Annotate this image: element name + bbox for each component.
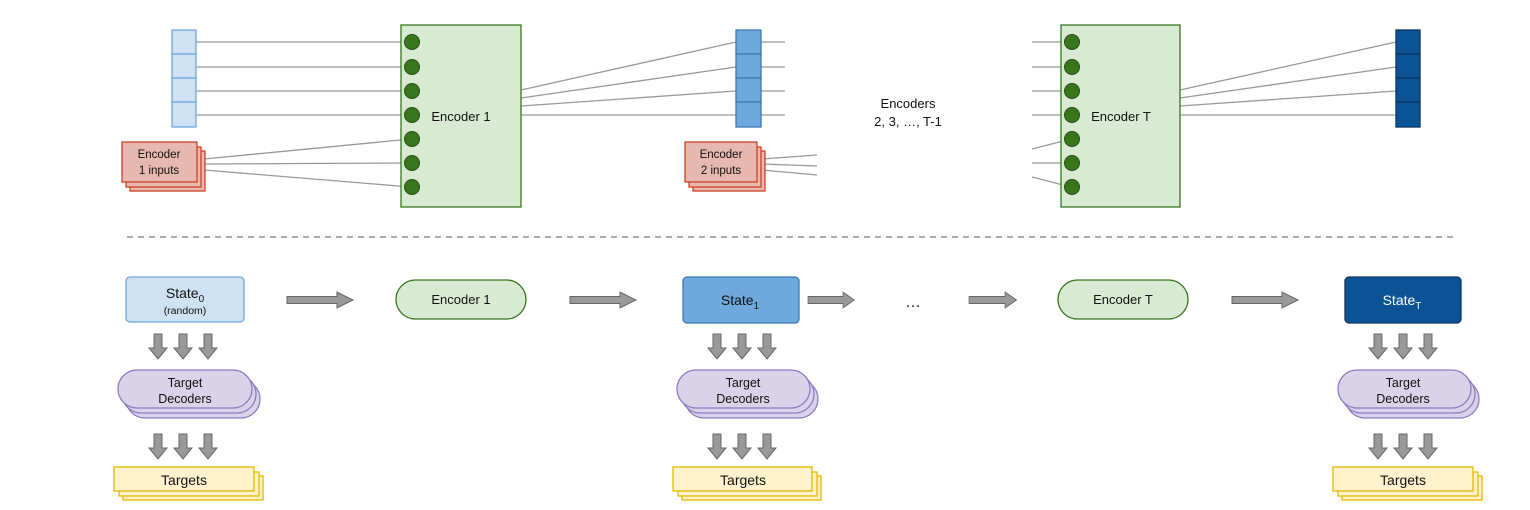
encoderT-pill-label: Encoder T	[1093, 292, 1153, 307]
encoderT-block	[1060, 24, 1181, 208]
decoders-0-line1: Target	[168, 376, 203, 390]
decoders-stack-1	[676, 369, 819, 419]
encoder1-block-label: Encoder 1	[431, 109, 490, 124]
encoderT-block-label: Encoder T	[1091, 109, 1151, 124]
decoders-1-line1: Target	[726, 376, 761, 390]
arrows-stateT-to-decoders	[1369, 334, 1437, 359]
encoder2-inputs-label-line2: 2 inputs	[701, 165, 742, 177]
decoders-stack-0	[117, 369, 261, 419]
encoder2-inputs-label-line1: Encoder	[700, 149, 743, 161]
encoder1-inputs-label-line2: 1 inputs	[139, 165, 180, 177]
state1-box	[682, 276, 800, 324]
targets-stack-0	[113, 466, 264, 501]
state0-title-main: State	[166, 285, 199, 301]
arrows-decodersT-to-targets	[1369, 434, 1437, 459]
decoders-T-line2: Decoders	[1376, 392, 1430, 406]
encoder1-pill	[395, 279, 527, 320]
decoders-T-line1: Target	[1386, 376, 1421, 390]
state1-title-main: State	[721, 292, 754, 308]
decoders-0-line2: Decoders	[158, 392, 212, 406]
targets-1-label: Targets	[720, 472, 766, 488]
encoder1-pill-label: Encoder 1	[431, 292, 490, 307]
state0-title: State0	[166, 285, 205, 305]
stateT-vector	[1395, 29, 1421, 128]
ellipsis: …	[905, 294, 921, 311]
arrows-decoders1-to-targets	[708, 434, 776, 459]
top-connection-lines	[196, 41, 1397, 188]
decoders-1-line2: Decoders	[716, 392, 770, 406]
state0-vector	[171, 29, 197, 128]
targets-stack-1	[672, 466, 822, 501]
encoderT-input-nodes	[1064, 34, 1080, 195]
middle-encoders-label-line2: 2, 3, …, T-1	[874, 114, 942, 129]
encoder1-block	[400, 24, 522, 208]
stateT-title: StateT	[1383, 292, 1422, 312]
arrows-state1-to-decoders	[708, 334, 776, 359]
targets-0-label: Targets	[161, 472, 207, 488]
targets-stack-T	[1332, 466, 1483, 501]
state1-title: State1	[721, 292, 760, 312]
arrow-encoder1-to-state1	[569, 291, 637, 309]
arrow-ellipsis-to-encoderT	[968, 291, 1018, 309]
state1-title-sub: 1	[754, 301, 760, 312]
state1-vector	[735, 29, 762, 128]
targets-T-label: Targets	[1380, 472, 1426, 488]
stateT-title-main: State	[1383, 292, 1416, 308]
state0-title-sub: 0	[199, 294, 205, 305]
arrows-state0-to-decoders	[149, 334, 217, 359]
encoder1-inputs-stack	[121, 141, 206, 192]
arrow-state1-to-ellipsis	[807, 291, 855, 309]
stateT-title-sub: T	[1415, 301, 1421, 312]
encoder1-input-nodes	[404, 34, 420, 195]
arrows-decoders0-to-targets	[149, 434, 217, 459]
arrow-state0-to-encoder1	[286, 291, 354, 309]
state0-note: (random)	[164, 305, 207, 317]
encoderT-pill	[1057, 279, 1189, 320]
decoders-stack-T	[1337, 369, 1480, 419]
stateT-box	[1344, 276, 1462, 324]
state0-box	[125, 276, 245, 323]
middle-encoders-label-line1: Encoders	[881, 96, 936, 111]
encoder1-inputs-label-line1: Encoder	[138, 149, 181, 161]
encoder2-inputs-stack	[684, 141, 766, 192]
arrow-encoderT-to-stateT	[1231, 291, 1299, 309]
